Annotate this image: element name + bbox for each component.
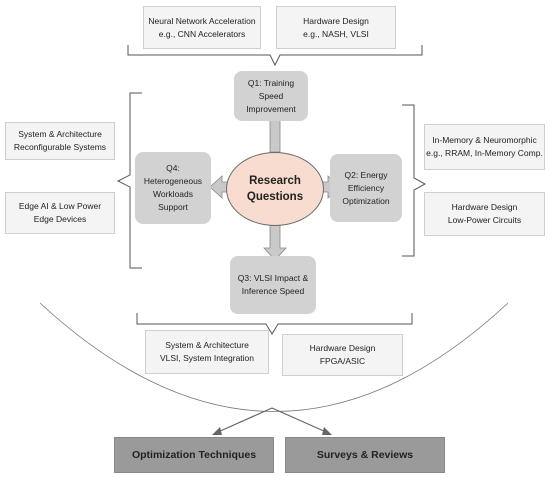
- top-box-line2: e.g., CNN Accelerators: [158, 28, 246, 39]
- question-line: Q4:: [166, 163, 180, 173]
- top-box-line1: Hardware Design: [303, 15, 369, 26]
- right-box-line1: Hardware Design: [451, 202, 518, 212]
- question-line: Efficiency: [347, 182, 385, 193]
- arrow-line-right: [271, 407, 327, 433]
- top-brace: [127, 45, 423, 67]
- left-box-edge-ai: Edge AI & Low Power Edge Devices: [5, 192, 115, 234]
- right-box-line2: Low-Power Circuits: [447, 215, 522, 225]
- left-box-line2: Edge Devices: [33, 214, 87, 224]
- bottom-brace: [136, 313, 413, 335]
- center-line1: Research: [249, 175, 301, 187]
- arrowhead-left: [212, 427, 222, 435]
- center-line2: Questions: [246, 191, 304, 203]
- bottom-box-system-architecture: System & Architecture VLSI, System Integ…: [145, 330, 269, 374]
- top-box-line2: e.g., NASH, VLSI: [303, 28, 369, 39]
- question-q3: Q3: VLSI Impact & Inference Speed: [230, 256, 316, 314]
- left-box-line1: System & Architecture: [18, 129, 102, 139]
- left-brace: [116, 92, 142, 269]
- output-label: Optimization Techniques: [131, 449, 257, 461]
- bottom-box-hardware-design: Hardware Design FPGA/ASIC: [282, 334, 403, 376]
- bottom-box-line2: VLSI, System Integration: [159, 353, 255, 363]
- left-box-system-architecture: System & Architecture Reconfigurable Sys…: [5, 122, 115, 160]
- question-line: Q1: Training: [247, 77, 295, 88]
- question-q2: Q2: Energy Efficiency Optimization: [330, 154, 402, 222]
- top-box-hardware-design: Hardware Design e.g., NASH, VLSI: [276, 6, 396, 49]
- question-line: Speed: [258, 90, 284, 101]
- arrow-down: [263, 221, 287, 261]
- bottom-box-line1: System & Architecture: [165, 340, 249, 350]
- question-line: Workloads: [153, 189, 193, 199]
- right-box-line2: e.g., RRAM, In-Memory Comp.: [426, 148, 543, 158]
- question-q4: Q4: Heterogeneous Workloads Support: [135, 152, 211, 224]
- question-line: Heterogeneous: [143, 176, 203, 186]
- bottom-arc: [39, 302, 509, 412]
- left-box-line2: Reconfigurable Systems: [13, 142, 107, 152]
- question-line: Optimization: [342, 195, 390, 206]
- research-questions-center: Research Questions: [226, 152, 324, 226]
- right-box-in-memory: In-Memory & Neuromorphic e.g., RRAM, In-…: [424, 124, 545, 170]
- question-line: Q3: VLSI Impact &: [237, 273, 309, 283]
- right-box-line1: In-Memory & Neuromorphic: [432, 135, 537, 145]
- question-line: Inference Speed: [241, 286, 305, 296]
- question-line: Q2: Energy: [344, 169, 388, 180]
- right-brace: [402, 104, 427, 257]
- top-box-line1: Neural Network Acceleration: [148, 15, 256, 26]
- output-optimization-techniques: Optimization Techniques: [114, 437, 274, 473]
- bottom-box-line2: FPGA/ASIC: [319, 356, 366, 366]
- bottom-box-line1: Hardware Design: [309, 343, 376, 353]
- output-surveys-reviews: Surveys & Reviews: [285, 437, 445, 473]
- left-box-line1: Edge AI & Low Power: [18, 201, 102, 211]
- top-box-nn-acceleration: Neural Network Acceleration e.g., CNN Ac…: [143, 6, 261, 49]
- question-line: Support: [158, 202, 188, 212]
- output-label: Surveys & Reviews: [316, 449, 414, 461]
- question-line: Improvement: [246, 103, 296, 114]
- arrowhead-right: [322, 427, 332, 435]
- question-q1: Q1: Training Speed Improvement: [234, 71, 308, 121]
- arrow-line-left: [217, 407, 273, 433]
- right-box-hardware-design: Hardware Design Low-Power Circuits: [424, 192, 545, 236]
